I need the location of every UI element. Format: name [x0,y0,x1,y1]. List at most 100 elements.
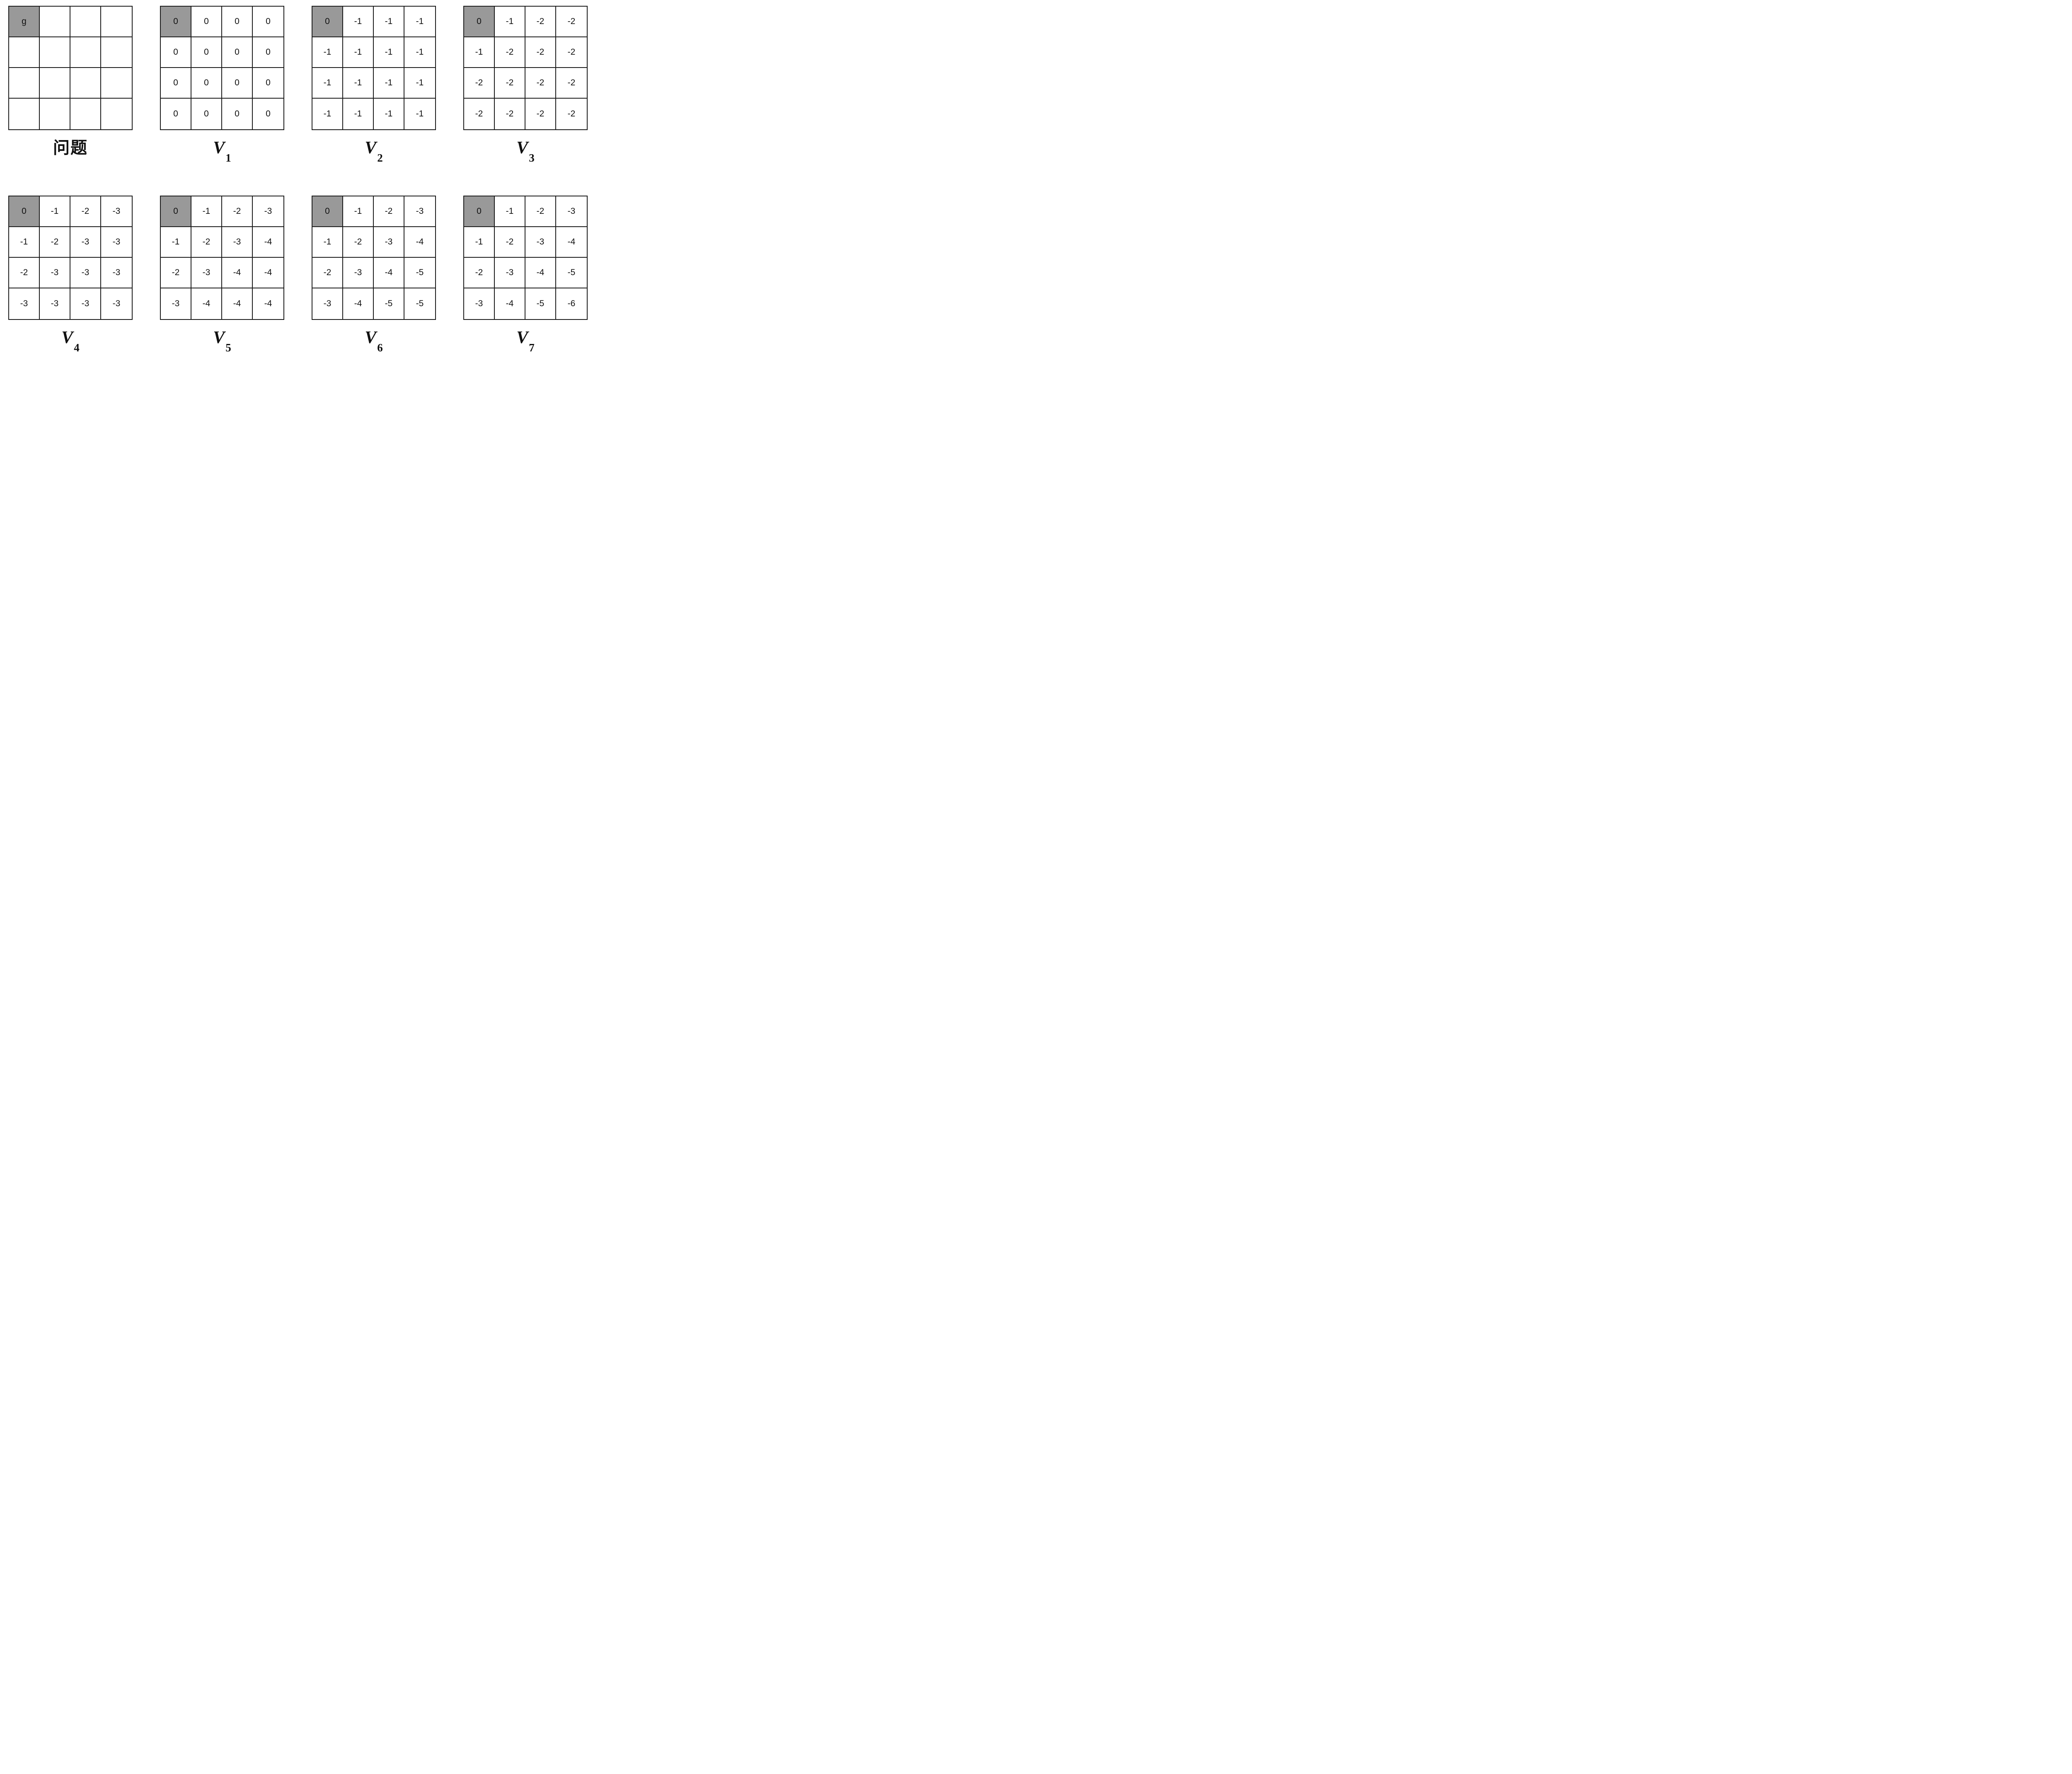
grid-cell: -2 [556,68,587,99]
grid-cell-goal: 0 [9,196,40,227]
grid-cell: 0 [253,7,283,37]
caption-text: V [213,328,225,347]
grid-cell: -1 [404,99,435,129]
grid-cell: -2 [495,227,525,258]
grid-cell: -1 [404,68,435,99]
grid-cell: -2 [9,258,40,288]
value-grid-v4: 0-1-2-3-1-2-3-3-2-3-3-3-3-3-3-3 [8,196,133,320]
grid-cell: 0 [161,68,191,99]
grid-cell: -3 [40,288,70,319]
grid-cell: -1 [343,37,374,68]
grid-cell: -3 [525,227,556,258]
grid-cell: -4 [253,227,283,258]
grid-cell: -4 [404,227,435,258]
grid-cell: -1 [464,227,495,258]
grid-cell: -2 [495,99,525,129]
caption-subscript: 6 [377,341,383,354]
grid-cell: 0 [191,7,222,37]
grid-cell: -4 [374,258,404,288]
grid-cell: 0 [222,7,253,37]
grid-cell: -4 [525,258,556,288]
grid-cell: -1 [312,68,343,99]
grid-cell: -3 [253,196,283,227]
grid-cell: 0 [161,99,191,129]
grid-cell [40,99,70,129]
grid-cell: -2 [464,68,495,99]
grid-cell: -4 [495,288,525,319]
grid-cell: 0 [191,99,222,129]
grid-cell: -3 [161,288,191,319]
grid-cell-goal: 0 [161,7,191,37]
grid-cell [101,68,132,99]
grid-cell: -1 [40,196,70,227]
grid-cell: -1 [464,37,495,68]
problem-grid: g [8,6,133,130]
caption-text: V [213,138,225,157]
grid-cell: -3 [70,227,101,258]
grid-cell-goal: 0 [161,196,191,227]
grid-cell: -1 [191,196,222,227]
grid-cell [70,68,101,99]
grid-cell: -3 [404,196,435,227]
grid-cell: 0 [191,68,222,99]
grid-cell: -4 [253,288,283,319]
grid-cell: -2 [191,227,222,258]
grid-cell: -3 [101,288,132,319]
panel-caption-problem: 问题 [8,135,133,161]
caption-subscript: 7 [529,341,535,354]
grid-cell: -3 [70,288,101,319]
grid-cell: -5 [374,288,404,319]
grid-cell [40,7,70,37]
grid-cell: -4 [253,258,283,288]
grid-cell: 0 [253,37,283,68]
grid-cell: -2 [374,196,404,227]
grid-cell: -1 [404,37,435,68]
grid-cell: -1 [495,196,525,227]
caption-subscript: 1 [225,152,231,164]
grid-cell: -2 [161,258,191,288]
grid-cell [40,68,70,99]
caption-text: V [365,328,377,347]
grid-cell [101,7,132,37]
grid-cell [9,37,40,68]
grid-cell: -1 [374,7,404,37]
grid-cell: -3 [9,288,40,319]
grid-cell [70,7,101,37]
grid-cell: -3 [101,227,132,258]
grid-cell: -2 [464,258,495,288]
grid-cell: -2 [525,196,556,227]
caption-subscript: 2 [377,152,383,164]
panel-problem: g 问题 [8,6,133,161]
grid-cell: -1 [374,37,404,68]
grid-cell: -2 [222,196,253,227]
grid-cell: -3 [70,258,101,288]
grid-cell-goal: 0 [312,196,343,227]
grid-cell: -1 [312,99,343,129]
grid-cell: -1 [343,99,374,129]
grid-cell: -1 [404,7,435,37]
grid-cell: 0 [222,37,253,68]
grid-cell-goal: 0 [464,7,495,37]
grid-cell: -3 [40,258,70,288]
grid-cell: -3 [101,196,132,227]
grid-cell-goal: 0 [312,7,343,37]
caption-text: V [516,328,528,347]
grid-cell [70,37,101,68]
grid-cell: -2 [40,227,70,258]
grid-cell: -3 [556,196,587,227]
grid-cell: 0 [222,68,253,99]
grid-cell: -1 [343,196,374,227]
grid-cell: -2 [525,99,556,129]
grid-cell: -2 [525,7,556,37]
grid-cell: -6 [556,288,587,319]
grid-cell: -3 [495,258,525,288]
grid-cell: -4 [343,288,374,319]
value-grid-v6: 0-1-2-3-1-2-3-4-2-3-4-5-3-4-5-5 [312,196,436,320]
